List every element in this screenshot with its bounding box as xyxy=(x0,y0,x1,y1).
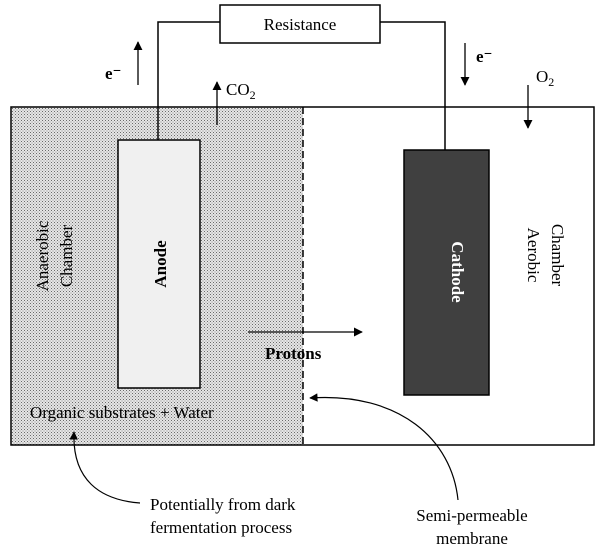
anaerobic-label-line1: Anaerobic xyxy=(33,220,52,291)
membrane-label-line1: Semi-permeable xyxy=(416,506,527,525)
cathode-electrode xyxy=(403,149,490,396)
o2-label: O2 xyxy=(536,67,554,89)
electron-left-label: e⁻ xyxy=(105,64,122,83)
resistance-box xyxy=(219,4,381,44)
membrane-label-line2: membrane xyxy=(436,529,508,548)
fermentation-label-line1: Potentially from dark xyxy=(150,495,296,514)
aerobic-label-line2: Chamber xyxy=(548,224,567,287)
cathode-label: Cathode xyxy=(448,241,467,303)
fermentation-label-line2: fermentation process xyxy=(150,518,292,537)
fermentation-callout-arrow xyxy=(69,431,141,504)
anaerobic-label-line2: Chamber xyxy=(57,225,76,288)
resistance-label: Resistance xyxy=(264,15,337,34)
aerobic-label-line1: Aerobic xyxy=(524,228,543,283)
anode-wire xyxy=(157,21,220,140)
co2-label: CO2 xyxy=(226,80,256,102)
anode-label: Anode xyxy=(151,240,170,288)
anode-electrode xyxy=(117,139,201,389)
electron-right-label: e⁻ xyxy=(476,47,493,66)
protons-label: Protons xyxy=(265,344,322,363)
membrane-callout-arrow xyxy=(309,393,459,501)
cathode-wire xyxy=(380,21,446,150)
substrates-label: Organic substrates + Water xyxy=(30,403,214,422)
